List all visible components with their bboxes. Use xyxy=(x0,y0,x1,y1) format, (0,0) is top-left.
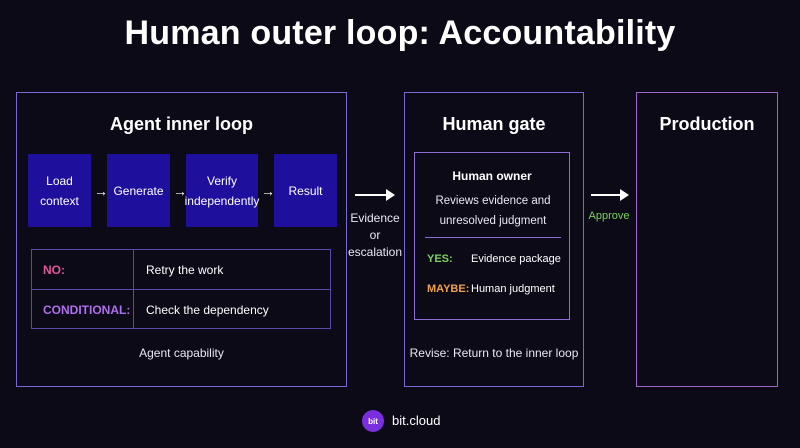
agent-inner-loop-panel: Agent inner loop xyxy=(16,92,347,387)
gate-panel-title: Human gate xyxy=(442,114,546,134)
condition-key: NO: xyxy=(43,263,65,277)
owner-description: Reviews evidence and unresolved judgment xyxy=(423,191,563,231)
table-divider xyxy=(32,289,330,290)
approve-arrow-icon xyxy=(591,189,629,201)
condition-value: Retry the work xyxy=(146,263,224,277)
handoff-label-line: escalation xyxy=(347,245,403,259)
diagram-title: Human outer loop: Accountability xyxy=(124,14,676,52)
production-panel-title: Production xyxy=(659,114,755,134)
handoff-label: Evidence or escalation xyxy=(347,210,403,261)
owner-desc-line: Reviews evidence and xyxy=(435,195,551,207)
owner-desc-line: unresolved judgment xyxy=(439,215,547,227)
human-gate-panel: Human gate xyxy=(404,92,584,387)
condition-row-conditional: CONDITIONAL: Check the dependency xyxy=(32,290,330,329)
owner-title: Human owner xyxy=(452,169,532,183)
step-label: Verify independently xyxy=(184,173,260,208)
step-label: Result xyxy=(288,183,323,198)
step-result: Result xyxy=(274,154,337,227)
step-verify-independently: Verify independently xyxy=(185,154,259,227)
condition-key: CONDITIONAL: xyxy=(43,303,131,317)
handoff-label-line: Evidence xyxy=(350,211,400,225)
option-row-yes: YES: xyxy=(427,253,453,265)
option-value: Human judgment xyxy=(471,283,555,295)
arrow-icon: → xyxy=(173,183,187,199)
bit-logo-icon: bit xyxy=(362,410,384,432)
agent-capability-caption: Agent capability xyxy=(139,346,224,360)
human-owner-box: Human owner Reviews evidence and unresol… xyxy=(414,152,570,320)
condition-row-no: NO: Retry the work xyxy=(32,250,330,289)
approve-label: Approve xyxy=(588,210,630,222)
owner-divider xyxy=(425,237,561,238)
revise-caption: Revise: Return to the inner loop xyxy=(409,346,579,360)
handoff-arrow-icon xyxy=(355,189,395,201)
arrow-icon: → xyxy=(94,183,108,199)
step-label: Load context xyxy=(40,173,79,208)
production-panel: Production xyxy=(636,92,778,387)
step-load-context: Load context xyxy=(28,154,91,227)
agent-panel-title: Agent inner loop xyxy=(110,114,253,134)
condition-value: Check the dependency xyxy=(146,303,269,317)
step-label: Generate xyxy=(113,183,164,198)
option-key: YES: xyxy=(427,253,453,265)
option-row-maybe: MAYBE: xyxy=(427,283,469,295)
arrow-icon: → xyxy=(261,183,275,199)
condition-table: NO: Retry the work CONDITIONAL: Check th… xyxy=(31,249,331,329)
footer-brand: bit.cloud xyxy=(392,413,441,428)
step-generate: Generate xyxy=(107,154,170,227)
handoff-label-line: or xyxy=(369,228,381,242)
option-value: Evidence package xyxy=(471,253,561,265)
option-key: MAYBE: xyxy=(427,283,470,295)
